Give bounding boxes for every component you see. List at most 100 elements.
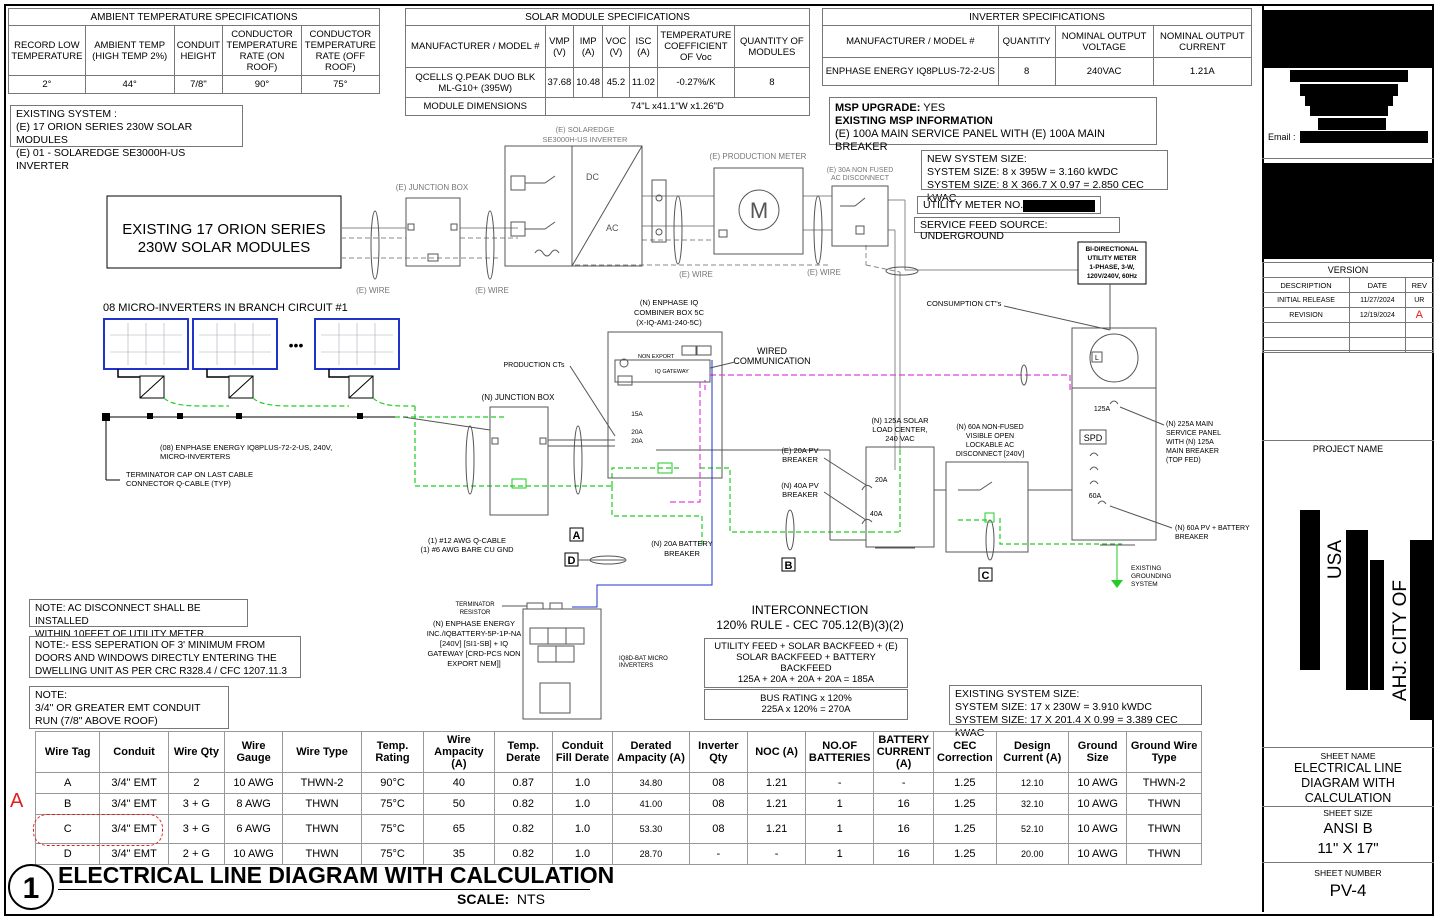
wire-table-cell: 10 AWG: [1068, 843, 1128, 865]
e20-breaker-label: (E) 20A PV: [781, 446, 818, 455]
dc-label: DC: [586, 172, 599, 182]
wire-table-cell: 10 AWG: [1068, 814, 1128, 844]
interconnection-heading: INTERCONNECTION 120% RULE - CEC 705.12(B…: [700, 603, 920, 633]
meter-m-label: M: [750, 198, 768, 223]
redacted-block: [1264, 10, 1432, 68]
lc-40a: 40A: [870, 511, 883, 518]
msp-label: (TOP FED): [1166, 457, 1201, 464]
wire-table-header: Wire Qty: [167, 731, 225, 773]
main-service-panel: [1071, 327, 1157, 541]
service-feed-note: SERVICE FEED SOURCE: UNDERGROUND: [914, 217, 1120, 242]
inverter-value: 8: [997, 57, 1056, 86]
e-wire-label: (E) WIRE: [475, 286, 509, 295]
project-utility: UTILITY: SCE: [1350, 540, 1371, 660]
inverter-value: ENPHASE ENERGY IQ8PLUS-72-2-US: [822, 57, 999, 86]
nf-disconnect-box: [945, 461, 1029, 553]
wire-table-cell: 3/4" EMT: [99, 772, 169, 794]
wire-table-header: CEC Correction: [933, 731, 997, 773]
wire-table-cell: 08: [688, 772, 748, 794]
combiner-20a: 20A: [631, 429, 643, 436]
grounding-label: GROUNDING: [1131, 573, 1171, 580]
existing-system-line: (E) 01 - SOLAREDGE SE3000H-US INVERTER: [16, 147, 186, 172]
wire-table-cell: 08: [688, 814, 748, 844]
tag-a: A: [573, 530, 581, 542]
msp-60a: 60A: [1089, 493, 1102, 500]
wire-table-cell: 1.25: [933, 772, 997, 794]
trunk-cable: [105, 414, 395, 481]
wire-table-cell: 8 AWG: [223, 793, 284, 815]
qcable-label: (1) #12 AWG Q-CABLE: [428, 536, 506, 545]
scale: SCALE: NTS: [457, 891, 545, 907]
title-underline: [58, 889, 590, 890]
se-inverter-label: (E) SOLAREDGE: [556, 125, 615, 134]
wire-table-cell: THWN: [282, 793, 362, 815]
nf-disconnect-label: DISCONNECT [240V]: [956, 451, 1024, 458]
wire-table-cell: 16: [873, 843, 935, 865]
drawing-title: ELECTRICAL LINE DIAGRAM WITH CALCULATION: [58, 862, 615, 888]
wire-table-cell: -: [688, 843, 748, 865]
divider: [1262, 747, 1434, 748]
battery-label: [240V] [SI1-SB] + IQ: [440, 639, 508, 648]
bidir-meter-label: 120V/240V, 60Hz: [1087, 273, 1138, 280]
feed-line: UTILITY FEED + SOLAR BACKFEED + (E): [714, 641, 898, 652]
redacted-block: [1410, 540, 1432, 720]
wire-table-cell: 65: [423, 814, 495, 844]
e-wire-label: (E) WIRE: [679, 270, 713, 279]
wire-table-cell: THWN: [1126, 814, 1202, 844]
combiner-20a: 20A: [631, 438, 643, 445]
divider: [1262, 862, 1434, 863]
e-jbox-label: (E) JUNCTION BOX: [396, 183, 469, 192]
iq-gateway-label: IQ GATEWAY: [655, 369, 689, 375]
ambient-value: 44°: [84, 75, 175, 94]
version-header: REV: [1404, 277, 1435, 293]
note-line: SYSTEM SIZE: 17 x 230W = 3.910 kWDC: [955, 701, 1152, 713]
ground-wire-green: [163, 380, 1122, 546]
redacted-block: [1264, 163, 1432, 259]
battery-label: INC./IQBATTERY-5P-1P-NA: [427, 629, 521, 638]
solar-value: -0.27%/K: [656, 67, 735, 98]
version-empty: [1261, 322, 1351, 338]
new-size-line: SYSTEM SIZE: 8 X 366.7 X 0.97 = 2.850 CE…: [927, 179, 1144, 204]
conduit-symbols: [370, 195, 919, 280]
e-ac-disconnect-label: AC DISCONNECT: [831, 175, 890, 182]
iq8d-label: INVERTERS: [619, 663, 653, 669]
battery-label: (N) ENPHASE ENERGY: [433, 619, 515, 628]
wire-table-cell: 1.0: [551, 814, 614, 844]
iq8d-label: IQ8D-BAT MICRO: [619, 656, 668, 662]
inverter-table: INVERTER SPECIFICATIONS MANUFACTURER / M…: [822, 8, 1253, 86]
sheet-size-label: SHEET SIZE: [1323, 808, 1373, 818]
ellipsis-label: •••: [289, 337, 304, 353]
wire-table-header: Conduit: [99, 731, 169, 773]
existing-modules-text: 230W SOLAR MODULES: [138, 239, 311, 256]
ac-label: AC: [606, 223, 619, 233]
wire-table-cell: 75°C: [360, 814, 425, 844]
wire-table-cell: 52.10: [995, 814, 1070, 844]
wire-table-header: Wire Type: [282, 731, 362, 773]
wire-table-cell: 1: [805, 814, 875, 844]
load-center-label: (N) 125A SOLAR: [871, 416, 929, 425]
solar-value: 11.02: [628, 67, 658, 98]
production-meter-label: (E) PRODUCTION METER: [710, 152, 807, 161]
micro-inverter-label: (08) ENPHASE ENERGY IQ8PLUS-72-2-US, 240…: [160, 443, 332, 452]
note-line: RUN (7/8" ABOVE ROOF): [35, 715, 158, 727]
wire-table-cell: 40: [423, 772, 495, 794]
msp-upgrade-value: YES: [923, 102, 946, 114]
wire-table-cell: 53.30: [612, 814, 690, 844]
msp-125a: 125A: [1094, 406, 1111, 413]
wire-table-cell: -: [873, 772, 935, 794]
e20-breaker-label: BREAKER: [782, 455, 818, 464]
ambient-header: AMBIENT TEMP (HIGH TEMP 2%): [84, 25, 175, 76]
solar-module-table: SOLAR MODULE SPECIFICATIONS MANUFACTURER…: [405, 8, 811, 116]
pv-battery-breaker-label: (N) 60A PV + BATTERY: [1175, 525, 1250, 532]
project-ahj-wrap: AHJ: CITY OF: [1390, 580, 1412, 712]
e-wire-label: (E) WIRE: [807, 268, 841, 277]
load-center-label: 240 VAC: [885, 434, 915, 443]
msp-upgrade-label: MSP UPGRADE:: [835, 102, 921, 114]
version-cell: UR: [1404, 292, 1435, 308]
wire-table-cell: 1: [805, 793, 875, 815]
redacted-block: [1290, 70, 1408, 82]
wire-table-cell: 35: [423, 843, 495, 865]
wire-table-cell: 16: [873, 814, 935, 844]
